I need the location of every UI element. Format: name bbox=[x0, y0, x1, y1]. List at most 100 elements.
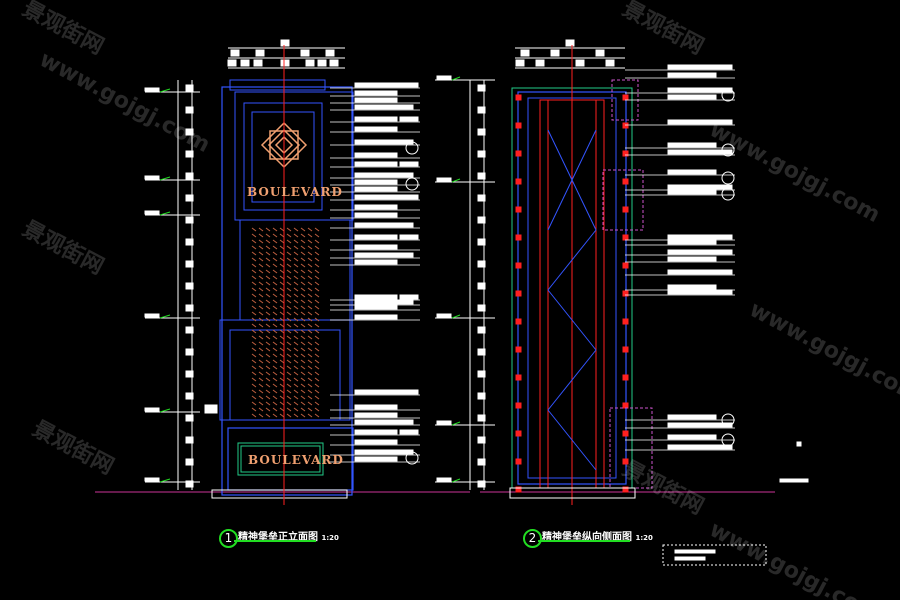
stone-hatch bbox=[265, 413, 271, 418]
stone-hatch bbox=[286, 275, 292, 280]
anchor-bolt bbox=[622, 262, 629, 269]
stone-hatch bbox=[258, 239, 264, 244]
stone-hatch bbox=[300, 305, 306, 310]
stone-hatch bbox=[314, 329, 320, 334]
stone-hatch bbox=[279, 401, 285, 406]
stone-hatch bbox=[307, 383, 313, 388]
note-text bbox=[667, 184, 733, 190]
stone-hatch bbox=[314, 353, 320, 358]
stone-hatch bbox=[265, 371, 271, 376]
stone-hatch bbox=[258, 371, 264, 376]
stone-hatch bbox=[307, 263, 313, 268]
level-mark bbox=[451, 478, 461, 483]
dimension-text bbox=[280, 39, 290, 47]
note-text bbox=[399, 429, 419, 435]
dimension-text bbox=[185, 84, 194, 92]
stone-hatch bbox=[293, 377, 299, 382]
cross-brace bbox=[547, 349, 597, 411]
stone-hatch bbox=[258, 353, 264, 358]
anchor-bolt bbox=[515, 346, 522, 353]
anchor-bolt bbox=[622, 178, 629, 185]
level-text bbox=[436, 420, 452, 425]
view-title: 精神堡垒正立面图 1:20 bbox=[238, 528, 339, 543]
stone-hatch bbox=[272, 269, 278, 274]
stone-hatch bbox=[293, 347, 299, 352]
stone-hatch bbox=[286, 407, 292, 412]
view-title: 精神堡垒纵向侧面图 1:20 bbox=[542, 528, 653, 543]
stone-hatch bbox=[258, 245, 264, 250]
detail-callout bbox=[721, 433, 735, 447]
anchor-bolt bbox=[622, 234, 629, 241]
stone-hatch bbox=[272, 305, 278, 310]
dimension-text bbox=[477, 458, 486, 466]
dimension-text bbox=[515, 59, 525, 67]
stone-hatch bbox=[293, 227, 299, 232]
stone-hatch bbox=[286, 239, 292, 244]
note-text bbox=[667, 234, 733, 240]
dimension-text bbox=[185, 282, 194, 290]
stone-hatch bbox=[251, 371, 257, 376]
stone-hatch bbox=[307, 317, 313, 322]
stone-hatch bbox=[279, 389, 285, 394]
stone-hatch bbox=[307, 407, 313, 412]
stone-hatch bbox=[251, 311, 257, 316]
stone-hatch bbox=[272, 281, 278, 286]
dimension-text bbox=[185, 370, 194, 378]
upper-frame-inner bbox=[251, 111, 315, 203]
stone-hatch bbox=[265, 251, 271, 256]
stone-hatch bbox=[300, 269, 306, 274]
note-text bbox=[354, 172, 414, 178]
stone-hatch bbox=[251, 275, 257, 280]
level-text bbox=[436, 177, 452, 182]
level-text bbox=[144, 175, 160, 180]
stone-hatch bbox=[314, 263, 320, 268]
stone-hatch bbox=[300, 263, 306, 268]
stone-hatch bbox=[293, 257, 299, 262]
stone-hatch bbox=[265, 359, 271, 364]
anchor-bolt bbox=[622, 206, 629, 213]
dimension-text bbox=[185, 392, 194, 400]
stone-hatch bbox=[307, 305, 313, 310]
stone-hatch bbox=[251, 383, 257, 388]
stone-hatch bbox=[286, 377, 292, 382]
dimension-text bbox=[477, 414, 486, 422]
stone-hatch bbox=[272, 329, 278, 334]
stone-hatch bbox=[300, 275, 306, 280]
stone-hatch bbox=[272, 383, 278, 388]
stone-hatch bbox=[293, 395, 299, 400]
footing bbox=[211, 489, 348, 499]
stone-hatch bbox=[307, 269, 313, 274]
legend-box bbox=[662, 544, 767, 566]
stone-hatch bbox=[286, 305, 292, 310]
stone-hatch bbox=[279, 275, 285, 280]
stone-hatch bbox=[293, 365, 299, 370]
stone-hatch bbox=[300, 311, 306, 316]
stone-hatch bbox=[272, 227, 278, 232]
stone-hatch bbox=[265, 323, 271, 328]
note-text bbox=[667, 249, 733, 255]
stone-hatch bbox=[293, 371, 299, 376]
dimension-text bbox=[605, 59, 615, 67]
stone-hatch bbox=[314, 359, 320, 364]
stone-hatch bbox=[279, 281, 285, 286]
stone-hatch bbox=[251, 251, 257, 256]
stone-hatch bbox=[307, 353, 313, 358]
note-text bbox=[354, 204, 398, 210]
stone-hatch bbox=[279, 347, 285, 352]
stone-hatch bbox=[272, 347, 278, 352]
stone-hatch bbox=[279, 317, 285, 322]
stone-hatch bbox=[279, 239, 285, 244]
lower-panel bbox=[219, 319, 351, 421]
stone-hatch bbox=[293, 245, 299, 250]
stone-hatch bbox=[258, 341, 264, 346]
stone-hatch bbox=[307, 275, 313, 280]
stone-hatch bbox=[258, 335, 264, 340]
dimension-text bbox=[185, 480, 194, 488]
stone-hatch bbox=[293, 383, 299, 388]
level-text bbox=[436, 313, 452, 318]
stone-hatch bbox=[300, 239, 306, 244]
stone-hatch bbox=[272, 317, 278, 322]
stone-hatch bbox=[272, 401, 278, 406]
stone-hatch bbox=[251, 365, 257, 370]
stone-hatch bbox=[307, 293, 313, 298]
